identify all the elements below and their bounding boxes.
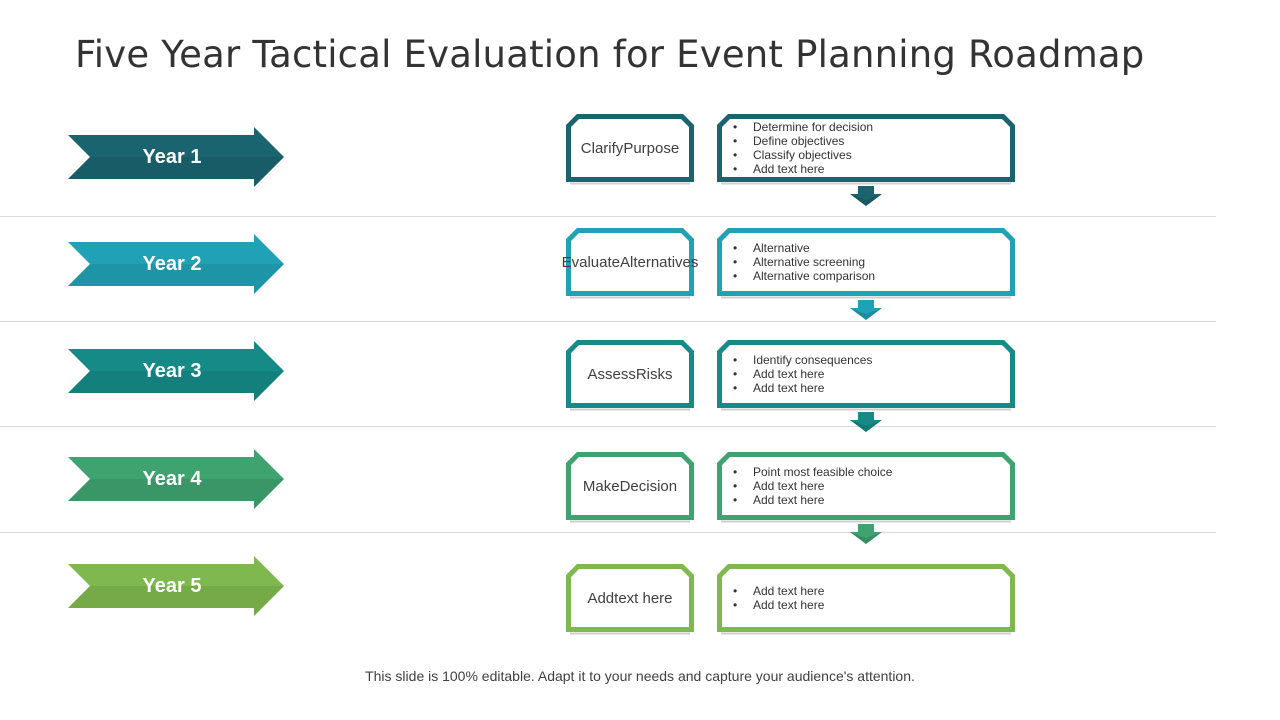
detail-list: Point most feasible choiceAdd text hereA… xyxy=(731,452,1001,520)
year-label: Year 2 xyxy=(142,253,202,275)
detail-item: Define objectives xyxy=(731,134,1001,148)
arrow-shape xyxy=(68,556,284,616)
year-arrow: Year 1 xyxy=(68,127,284,187)
year-label: Year 1 xyxy=(142,146,202,168)
step-title-line: Assess xyxy=(587,365,636,383)
detail-item: Alternative comparison xyxy=(731,269,1001,283)
step-title-line: Clarify xyxy=(580,139,624,157)
detail-item: Identify consequences xyxy=(731,353,1001,367)
footer-note: This slide is 100% editable. Adapt it to… xyxy=(365,668,915,684)
step-box-frame xyxy=(566,452,694,523)
detail-box: AlternativeAlternative screeningAlternat… xyxy=(717,228,1015,299)
year-label: Year 3 xyxy=(142,360,202,382)
year-arrow: Year 4 xyxy=(68,449,284,509)
year-arrow: Year 3 xyxy=(68,341,284,401)
step-box-frame xyxy=(566,114,694,185)
detail-item: Add text here xyxy=(731,598,1001,612)
step-box-frame xyxy=(566,340,694,411)
detail-box: Add text hereAdd text here xyxy=(717,564,1015,635)
detail-item: Add text here xyxy=(731,162,1001,176)
detail-list: Add text hereAdd text here xyxy=(731,564,1001,632)
step-title-line: text here xyxy=(614,589,673,607)
step-box-frame xyxy=(566,228,694,299)
step-title-line: Add xyxy=(587,589,615,607)
detail-item: Add text here xyxy=(731,479,1001,493)
detail-list: AlternativeAlternative screeningAlternat… xyxy=(731,228,1001,296)
detail-item: Point most feasible choice xyxy=(731,465,1001,479)
step-title-line: Decision xyxy=(619,477,678,495)
year-arrow: Year 2 xyxy=(68,234,284,294)
detail-list: Identify consequencesAdd text hereAdd te… xyxy=(731,340,1001,408)
detail-item: Add text here xyxy=(731,584,1001,598)
slide-title: Five Year Tactical Evaluation for Event … xyxy=(75,33,1145,76)
detail-item: Add text here xyxy=(731,493,1001,507)
detail-item: Add text here xyxy=(731,367,1001,381)
detail-list: Determine for decisionDefine objectivesC… xyxy=(731,114,1001,182)
row-divider xyxy=(0,321,1216,322)
step-title-line: Evaluate xyxy=(561,253,620,271)
down-arrow-icon xyxy=(850,300,882,320)
arrow-shape xyxy=(68,234,284,294)
detail-item: Alternative xyxy=(731,241,1001,255)
down-arrow-icon xyxy=(850,412,882,432)
row-divider xyxy=(0,532,1216,533)
detail-item: Classify objectives xyxy=(731,148,1001,162)
detail-box: Determine for decisionDefine objectivesC… xyxy=(717,114,1015,185)
arrow-shape xyxy=(68,341,284,401)
arrow-shape xyxy=(68,127,284,187)
detail-item: Add text here xyxy=(731,381,1001,395)
row-divider xyxy=(0,426,1216,427)
step-box-frame xyxy=(566,564,694,635)
detail-item: Alternative screening xyxy=(731,255,1001,269)
year-label: Year 4 xyxy=(142,468,202,490)
year-arrow: Year 5 xyxy=(68,556,284,616)
step-title-line: Purpose xyxy=(623,139,680,157)
detail-box: Identify consequencesAdd text hereAdd te… xyxy=(717,340,1015,411)
step-title-line: Alternatives xyxy=(620,253,699,271)
step-title-line: Risks xyxy=(635,365,673,383)
row-divider xyxy=(0,216,1216,217)
down-arrow-icon xyxy=(850,186,882,206)
arrow-shape xyxy=(68,449,284,509)
detail-box: Point most feasible choiceAdd text hereA… xyxy=(717,452,1015,523)
down-arrow-icon xyxy=(850,524,882,544)
year-label: Year 5 xyxy=(142,575,202,597)
detail-item: Determine for decision xyxy=(731,120,1001,134)
step-title-line: Make xyxy=(582,477,620,495)
